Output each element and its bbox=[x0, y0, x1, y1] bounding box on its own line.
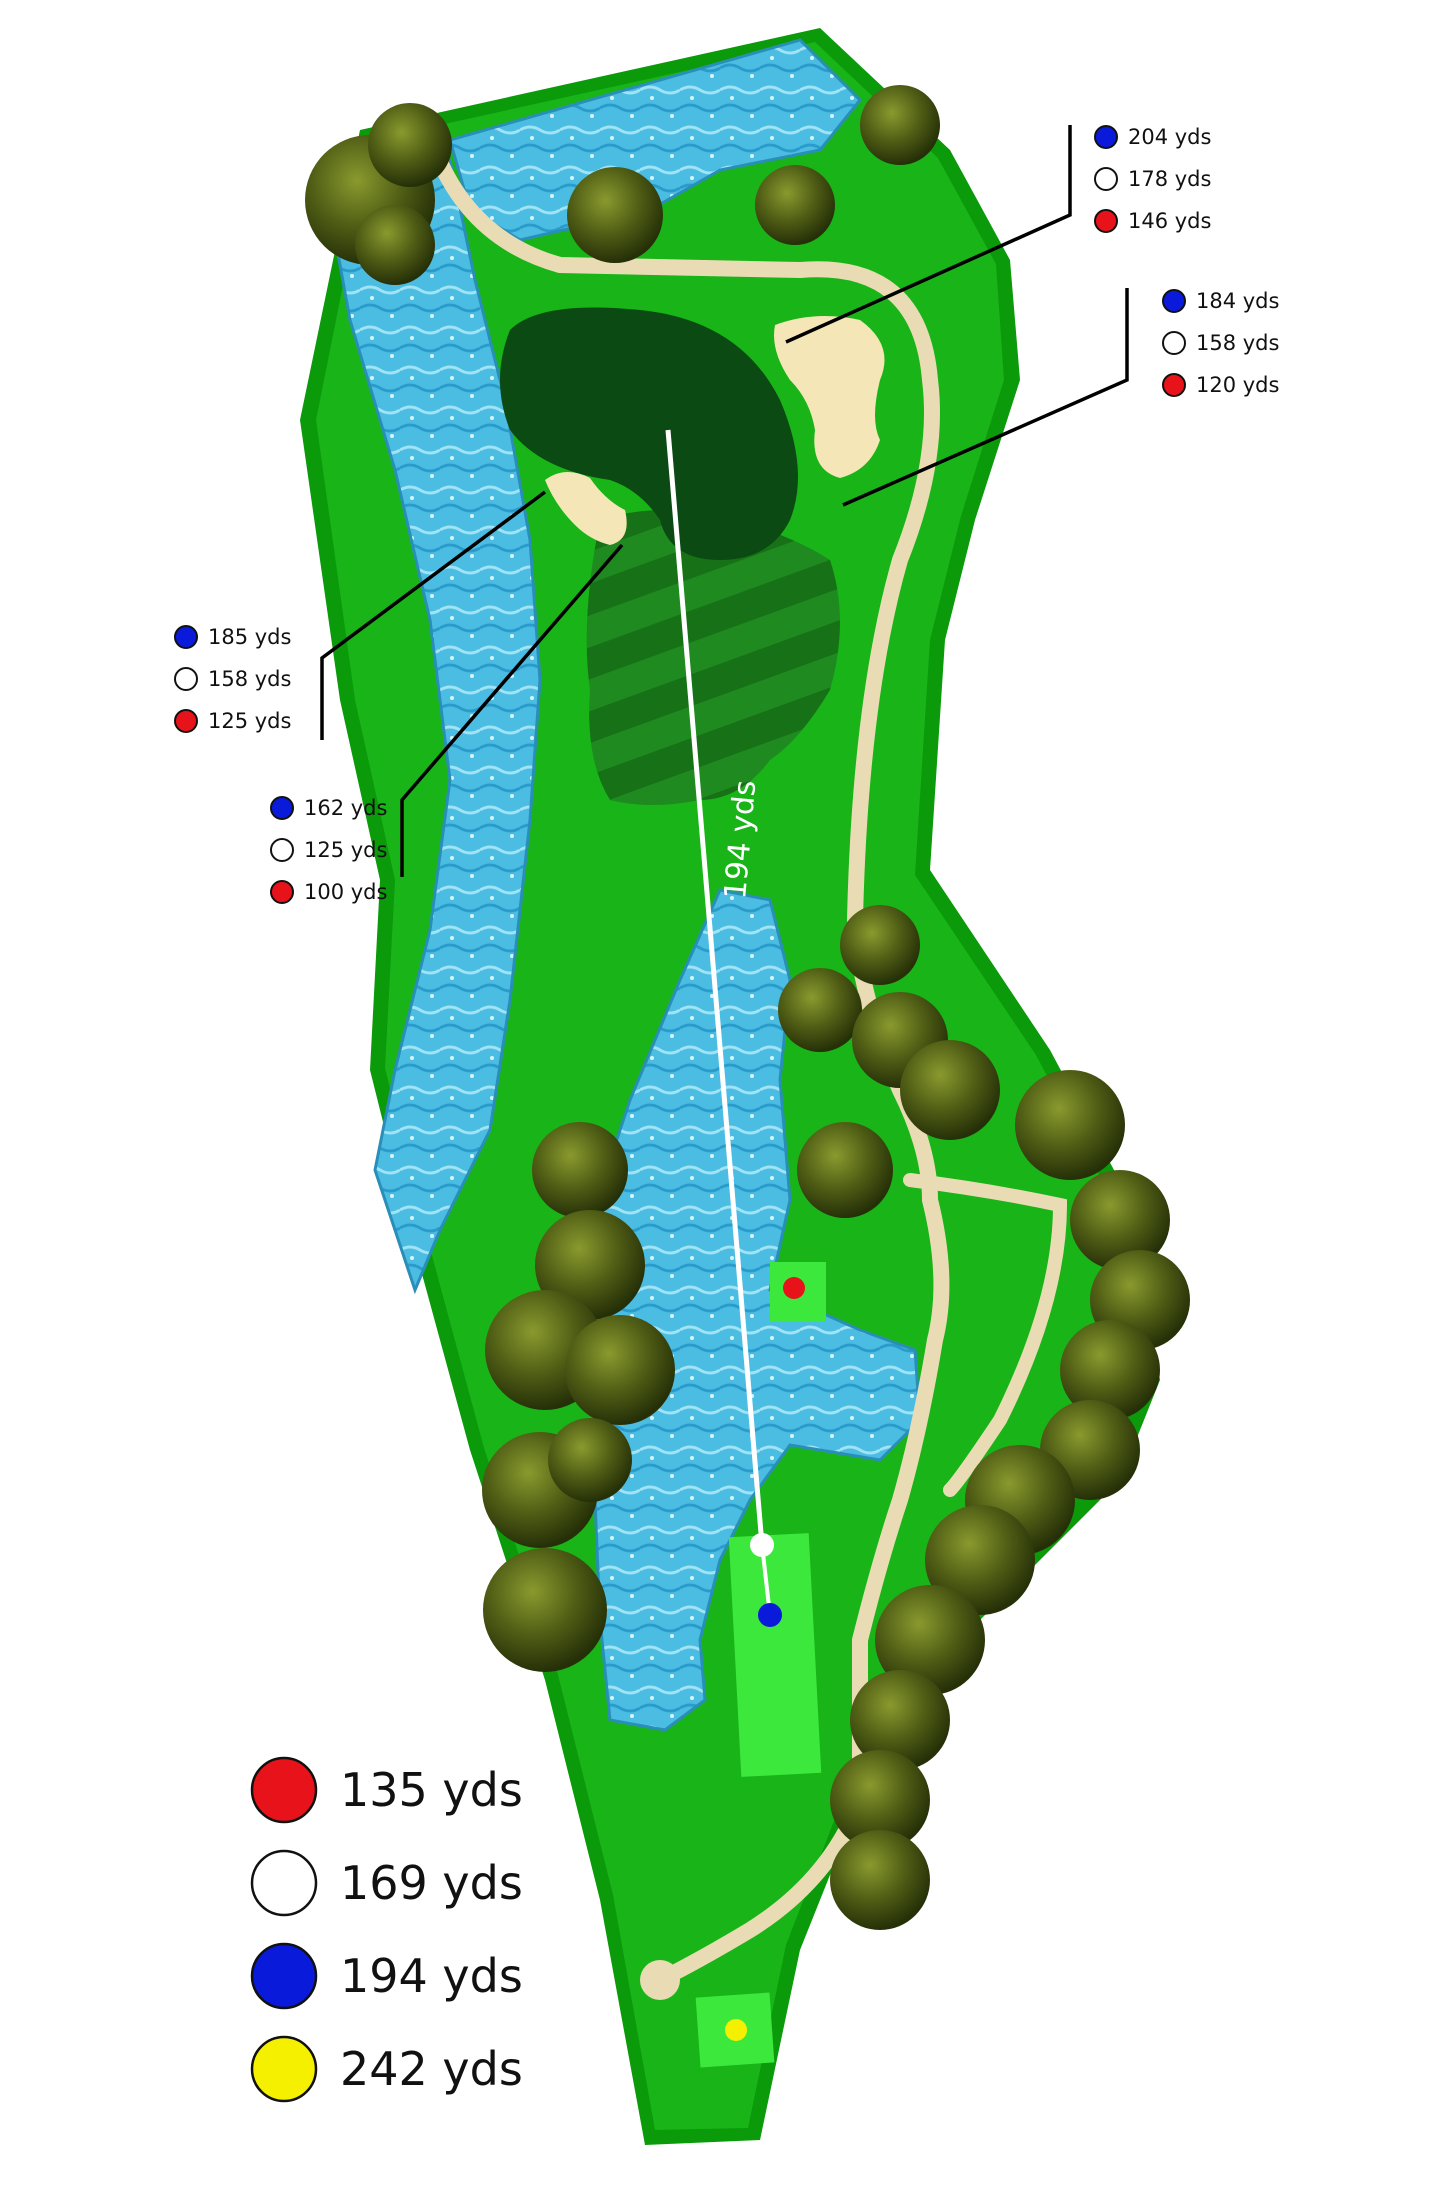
tee-dot-red-icon bbox=[1162, 373, 1186, 397]
cart-path-branch bbox=[903, 1173, 1068, 1497]
tee-box-main bbox=[728, 1533, 822, 1777]
callout-distance-label: 184 yds bbox=[1196, 289, 1279, 313]
callout-distance-label: 162 yds bbox=[304, 796, 387, 820]
approach-area bbox=[586, 510, 840, 805]
callout-distance-label: 125 yds bbox=[208, 709, 291, 733]
callout-distance-label: 185 yds bbox=[208, 625, 291, 649]
callout-distance-label: 120 yds bbox=[1196, 373, 1279, 397]
tee-dot-blue-icon bbox=[270, 796, 294, 820]
tee-dot-white-icon bbox=[270, 838, 294, 862]
tee-dot-red-icon bbox=[270, 880, 294, 904]
callout-distance-label: 158 yds bbox=[208, 667, 291, 691]
callout-left-upper: 185 yds 158 yds 125 yds bbox=[174, 625, 291, 733]
legend-distance-label: 194 yds bbox=[340, 1949, 523, 2003]
callout-right-middle: 184 yds 158 yds 120 yds bbox=[1162, 289, 1279, 397]
putting-green bbox=[500, 307, 798, 560]
legend-item-yellow: 242 yds bbox=[250, 2035, 523, 2103]
tee-dot-white-icon bbox=[1162, 331, 1186, 355]
legend-distance-label: 242 yds bbox=[340, 2042, 523, 2096]
callout-distance-label: 125 yds bbox=[304, 838, 387, 862]
distance-callouts: 204 yds 178 yds 146 yds 184 yds 158 yds 120 y… bbox=[174, 125, 1279, 904]
tee-dot-blue-icon bbox=[1162, 289, 1186, 313]
callout-distance-label: 100 yds bbox=[304, 880, 387, 904]
tee-marker-blue bbox=[758, 1603, 782, 1627]
legend-item-blue: 194 yds bbox=[250, 1942, 523, 2010]
tee-dot-red-icon bbox=[174, 709, 198, 733]
tee-dot-red-icon bbox=[1094, 209, 1118, 233]
callout-distance-label: 158 yds bbox=[1196, 331, 1279, 355]
legend-dot-blue-icon bbox=[250, 1942, 318, 2010]
tee-dot-white-icon bbox=[174, 667, 198, 691]
tee-dot-blue-icon bbox=[174, 625, 198, 649]
legend-dot-yellow-icon bbox=[250, 2035, 318, 2103]
leader-left-lower bbox=[400, 543, 624, 877]
tee-marker-white bbox=[750, 1533, 774, 1557]
legend-distance-label: 135 yds bbox=[340, 1763, 523, 1817]
bunker-left bbox=[545, 471, 627, 545]
callout-distance-label: 204 yds bbox=[1128, 125, 1211, 149]
bunker-right bbox=[774, 316, 885, 478]
trees bbox=[305, 85, 1190, 1930]
legend-dot-red-icon bbox=[250, 1756, 318, 1824]
leader-top-right bbox=[785, 125, 1072, 344]
tee-dot-white-icon bbox=[1094, 167, 1118, 191]
shot-line bbox=[665, 429, 765, 1546]
callout-distance-label: 178 yds bbox=[1128, 167, 1211, 191]
leader-left-upper bbox=[320, 490, 547, 740]
legend-distance-label: 169 yds bbox=[340, 1856, 523, 1910]
tee-dot-blue-icon bbox=[1094, 125, 1118, 149]
legend-item-white: 169 yds bbox=[250, 1849, 523, 1917]
callout-left-lower: 162 yds 125 yds 100 yds bbox=[270, 796, 387, 904]
tee-marker-red bbox=[783, 1277, 805, 1299]
tee-marker-yellow bbox=[725, 2019, 747, 2041]
legend-item-red: 135 yds bbox=[250, 1756, 523, 1824]
leader-right-middle bbox=[842, 288, 1129, 507]
legend-dot-white-icon bbox=[250, 1849, 318, 1917]
callout-distance-label: 146 yds bbox=[1128, 209, 1211, 233]
cart-path-end bbox=[640, 1960, 680, 2000]
tee-legend: 135 yds 169 yds 194 yds 242 yds bbox=[250, 1756, 523, 2103]
callout-top-right: 204 yds 178 yds 146 yds bbox=[1094, 125, 1211, 233]
